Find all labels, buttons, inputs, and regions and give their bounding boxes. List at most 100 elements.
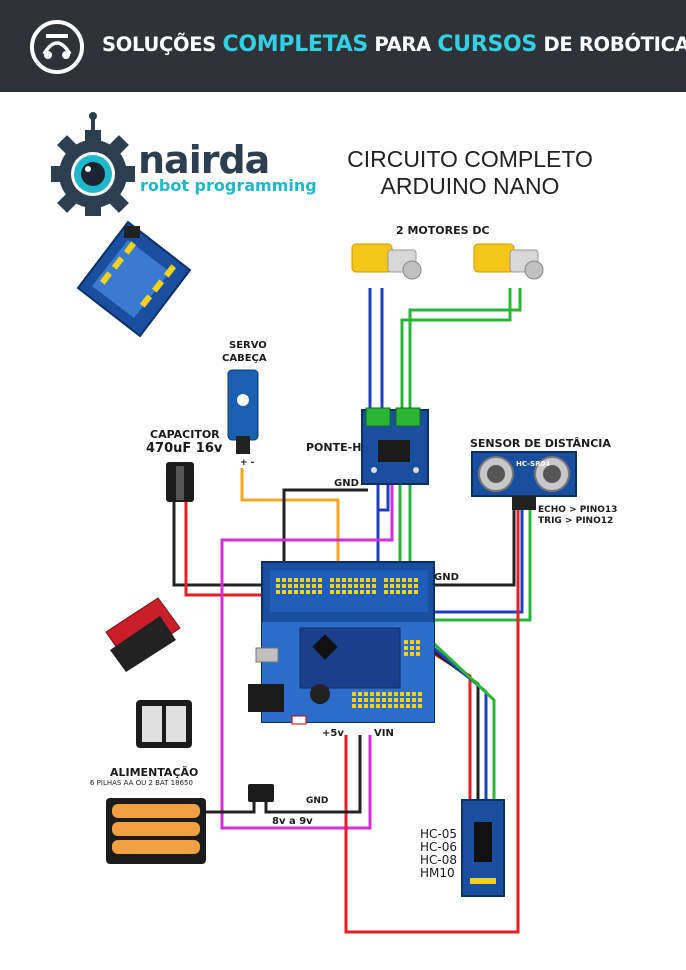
header-pin <box>294 578 298 582</box>
title-line-2: ARDUINO NANO <box>380 173 560 199</box>
gnd-bottom-label: GND <box>306 796 329 806</box>
header-pin <box>360 578 364 582</box>
header-pin <box>352 698 356 702</box>
bluetooth-module <box>461 799 505 897</box>
header-pin <box>348 590 352 594</box>
header-pin <box>372 584 376 588</box>
header-pin <box>330 578 334 582</box>
header-pin <box>354 590 358 594</box>
header-pin <box>394 698 398 702</box>
h-bridge-module <box>361 407 429 485</box>
header-pin <box>370 692 374 696</box>
plus5v-label: +5v <box>322 728 344 739</box>
header-pin <box>390 578 394 582</box>
header-pin <box>342 578 346 582</box>
bt-model-hc08: HC-08 <box>420 853 458 867</box>
header-pin <box>300 578 304 582</box>
servo-pin-label: + - <box>240 458 255 468</box>
header-pin <box>390 584 394 588</box>
header-pin <box>370 704 374 708</box>
header-pin <box>396 590 400 594</box>
header-pin <box>352 692 356 696</box>
header-pin <box>396 584 400 588</box>
header-pin <box>288 578 292 582</box>
header-pin <box>358 698 362 702</box>
header-pin <box>364 704 368 708</box>
dc-motor-left <box>351 243 422 280</box>
header-pin <box>384 590 388 594</box>
header-pin <box>312 590 316 594</box>
header-pin <box>404 652 408 656</box>
header-pin <box>388 692 392 696</box>
header-pin <box>410 646 414 650</box>
header-pin <box>384 584 388 588</box>
header-pin <box>382 698 386 702</box>
battery-holder-18650 <box>105 597 181 672</box>
header-pins <box>276 578 422 708</box>
header-pin <box>394 704 398 708</box>
header-pin <box>416 646 420 650</box>
power-title: ALIMENTAÇÃO <box>110 766 199 779</box>
echo-label: ECHO > PINO13 <box>538 505 618 515</box>
header-pin <box>418 698 422 702</box>
bt-model-hc06: HC-06 <box>420 840 458 854</box>
header-pin <box>348 578 352 582</box>
nano-shield-photo <box>76 220 192 338</box>
header-pin <box>342 584 346 588</box>
header-pin <box>360 584 364 588</box>
header-pin <box>312 584 316 588</box>
hbridge-label: PONTE-H <box>306 441 362 454</box>
ultrasonic-sensor <box>471 451 577 510</box>
header-pin <box>400 692 404 696</box>
header-pin <box>318 590 322 594</box>
header-pin <box>402 578 406 582</box>
sensor-label: SENSOR DE DISTÂNCIA <box>470 437 611 450</box>
header-bar: SOLUÇÕES COMPLETAS PARA CURSOS DE ROBÓTI… <box>0 0 686 92</box>
header-pin <box>276 578 280 582</box>
header-pin <box>276 590 280 594</box>
trig-label: TRIG > PINO12 <box>538 516 614 526</box>
servo-motor <box>227 369 259 454</box>
header-pin <box>414 578 418 582</box>
header-pin <box>318 584 322 588</box>
dc-motor-right <box>473 243 544 280</box>
header-pin <box>382 692 386 696</box>
header-pin <box>288 584 292 588</box>
header-pin <box>372 590 376 594</box>
bt-model-hc05: HC-05 <box>420 827 458 841</box>
header-pin <box>390 590 394 594</box>
header-pin <box>306 584 310 588</box>
motors-label: 2 MOTORES DC <box>396 224 490 237</box>
header-pin <box>408 578 412 582</box>
header-pin <box>312 578 316 582</box>
header-pin <box>330 590 334 594</box>
header-pin <box>276 584 280 588</box>
header-pin <box>336 584 340 588</box>
header-pin <box>370 698 374 702</box>
header-title: SOLUÇÕES COMPLETAS PARA CURSOS DE ROBÓTI… <box>102 32 686 57</box>
header-pin <box>406 692 410 696</box>
header-pin <box>300 584 304 588</box>
header-pin <box>408 584 412 588</box>
header-pin <box>318 578 322 582</box>
bt-model-hm10: HM10 <box>420 866 455 880</box>
header-pin <box>418 692 422 696</box>
header-pin <box>376 692 380 696</box>
header-pin <box>354 584 358 588</box>
header-pin <box>404 640 408 644</box>
battery-pack-6aa <box>106 798 206 864</box>
header-pin <box>416 652 420 656</box>
header-pin <box>354 578 358 582</box>
header-pin <box>402 590 406 594</box>
nano-board <box>248 627 401 725</box>
header-pin <box>410 652 414 656</box>
circuit-diagram <box>76 220 577 934</box>
logo-wordmark: nairda <box>138 138 270 182</box>
header-pin <box>384 578 388 582</box>
header-pin <box>366 590 370 594</box>
header-pin <box>418 704 422 708</box>
header-pin <box>336 578 340 582</box>
power-switch <box>248 784 274 802</box>
header-pin <box>306 590 310 594</box>
header-pin <box>376 698 380 702</box>
